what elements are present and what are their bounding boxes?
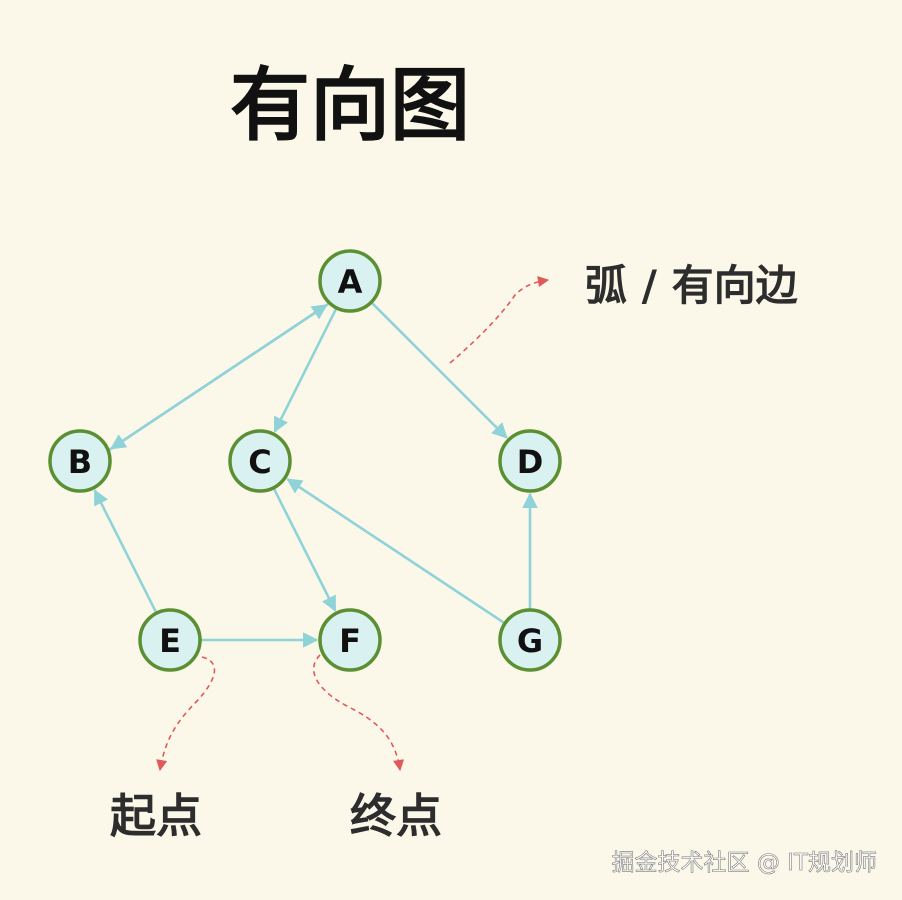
edge-a-to-d [371, 302, 508, 439]
node-f: F [318, 608, 382, 672]
node-circle [498, 608, 562, 672]
node-c: C [228, 429, 292, 493]
node-label: A [338, 263, 363, 301]
node-a: A [318, 249, 382, 313]
start-label: 起点 [110, 789, 202, 843]
node-label: D [517, 443, 544, 481]
node-circle [138, 608, 202, 672]
edges-layer [93, 302, 538, 648]
node-b: B [48, 429, 112, 493]
node-d: D [498, 429, 562, 493]
node-label: B [68, 443, 92, 481]
node-circle [318, 249, 382, 313]
node-circle [48, 429, 112, 493]
node-label: G [517, 622, 543, 660]
edge-g-to-c [286, 478, 505, 624]
edge-b-to-a [108, 304, 328, 451]
node-e: E [138, 608, 202, 672]
end-annotation-arrow [313, 654, 405, 772]
end-label: 终点 [350, 789, 442, 843]
arc-annotation-arrow [449, 275, 550, 364]
node-circle [498, 429, 562, 493]
edge-c-to-f [272, 488, 337, 612]
edge-e-to-b [93, 489, 158, 613]
nodes-layer: A B C D E F G [48, 249, 562, 672]
edge-a-to-c [273, 308, 338, 433]
diagram-title: 有向图 [230, 59, 470, 152]
node-label: C [248, 443, 271, 481]
node-circle [318, 608, 382, 672]
arc-label: 弧 / 有向边 [585, 261, 799, 310]
watermark: 掘金技术社区 @ IT规划师 [612, 850, 877, 876]
node-g: G [498, 608, 562, 672]
node-label: F [339, 622, 361, 660]
node-circle [228, 429, 292, 493]
start-annotation-arrow [156, 656, 216, 772]
node-label: E [159, 622, 181, 660]
